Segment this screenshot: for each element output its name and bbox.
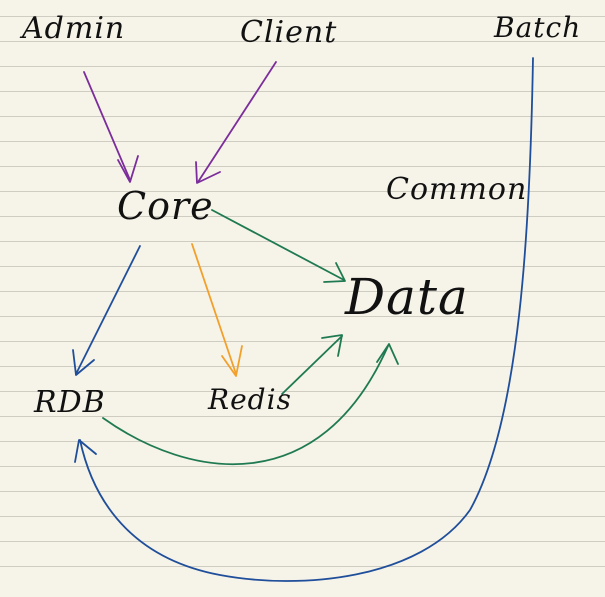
edge-batch-rdb-line xyxy=(79,57,534,582)
node-rdb: RDB xyxy=(34,385,106,420)
edge-core-redis-arrowhead xyxy=(221,345,243,377)
node-common: Common xyxy=(386,172,528,207)
node-core: Core xyxy=(117,184,214,228)
edge-rdb-data xyxy=(102,343,399,466)
node-client: Client xyxy=(240,15,338,50)
node-data: Data xyxy=(345,268,469,326)
edge-admin-core xyxy=(83,71,139,183)
edge-redis-data-arrowhead xyxy=(321,334,343,357)
edge-core-data-line xyxy=(211,209,345,281)
edge-client-core-line xyxy=(197,61,277,183)
edge-rdb-data-line xyxy=(102,345,389,466)
edge-redis-data xyxy=(281,334,343,395)
edge-rdb-data-arrowhead xyxy=(376,343,399,365)
node-batch: Batch xyxy=(494,11,582,44)
edge-core-rdb xyxy=(72,245,141,376)
edge-core-redis xyxy=(191,243,243,377)
edge-client-core-arrowhead xyxy=(195,161,221,184)
edge-core-rdb-arrowhead xyxy=(72,349,95,376)
edge-core-redis-line xyxy=(191,243,237,375)
edge-core-data-arrowhead xyxy=(323,262,346,283)
edge-admin-core-arrowhead xyxy=(117,155,139,183)
node-admin: Admin xyxy=(22,11,126,46)
edge-batch-rdb xyxy=(74,57,534,582)
edge-core-data xyxy=(211,209,346,283)
edge-batch-rdb-arrowhead xyxy=(74,439,97,463)
node-redis: Redis xyxy=(208,383,292,416)
edge-admin-core-line xyxy=(83,71,131,181)
edge-core-rdb-line xyxy=(75,245,141,375)
edge-client-core xyxy=(195,61,277,184)
edge-redis-data-line xyxy=(281,335,343,395)
